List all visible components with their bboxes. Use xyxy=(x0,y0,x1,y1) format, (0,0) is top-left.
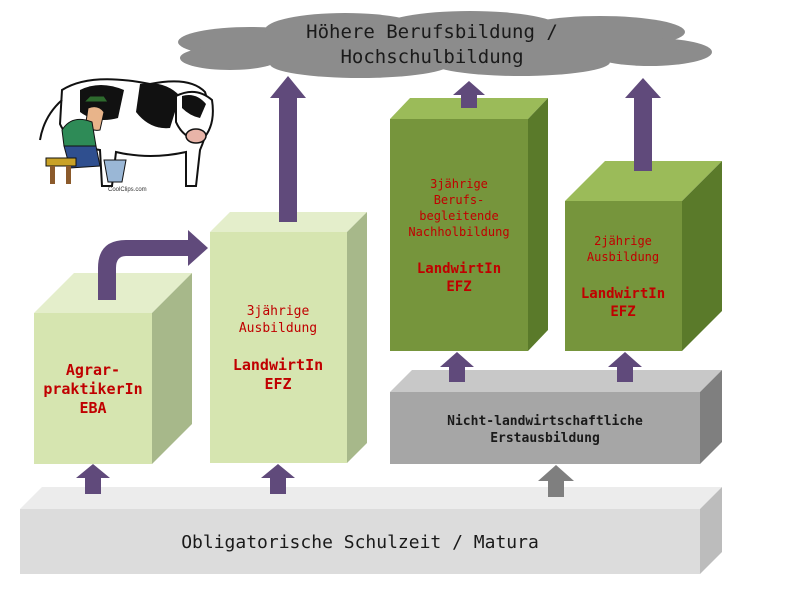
base-label: Obligatorische Schulzeit / Matura xyxy=(181,532,539,553)
clipart-caption: CoolClips.com xyxy=(108,187,147,193)
efz2-line3: LandwirtIn xyxy=(581,286,665,302)
arrow-eba-to-efz3 xyxy=(98,230,208,300)
efz2-block xyxy=(565,161,722,351)
eba-line1: Agrar- xyxy=(66,361,120,379)
eba-line2: praktikerIn xyxy=(43,380,142,398)
efz3-line2: Ausbildung xyxy=(239,321,317,336)
nonagri-line1: Nicht-landwirtschaftliche xyxy=(447,414,643,429)
cloud-title-line2: Hochschulbildung xyxy=(340,46,523,68)
arrow-base-to-eba xyxy=(76,464,110,494)
efz3-line4: EFZ xyxy=(264,375,291,393)
eba-line3: EBA xyxy=(79,399,106,417)
nachhol-line2: Berufs- xyxy=(434,193,485,207)
cloud-title-line1: Höhere Berufsbildung / xyxy=(306,21,558,43)
arrow-base-to-efz3 xyxy=(261,464,295,494)
nachhol-block xyxy=(390,98,548,351)
efz2-line2: Ausbildung xyxy=(587,250,659,264)
nachhol-line3: begleitende xyxy=(419,209,498,223)
efz3-line3: LandwirtIn xyxy=(233,356,323,374)
efz3-block xyxy=(210,212,367,463)
arrow-efz2-to-cloud xyxy=(625,78,661,171)
nachhol-line4: Nachholbildung xyxy=(408,225,509,239)
cow-milking-icon xyxy=(39,78,214,187)
efz3-line1: 3jährige xyxy=(247,304,310,319)
arrow-nonagri-to-efz2 xyxy=(608,352,642,382)
arrow-nachhol-to-cloud xyxy=(453,81,485,108)
cloud-shape xyxy=(178,11,712,78)
efz2-line1: 2jährige xyxy=(594,234,652,248)
nachhol-line5: LandwirtIn xyxy=(417,261,501,277)
efz2-line4: EFZ xyxy=(610,304,635,320)
arrow-efz3-to-cloud xyxy=(270,76,306,222)
nonagri-block xyxy=(390,370,722,464)
arrow-nonagri-to-nachhol xyxy=(440,352,474,382)
arrow-base-to-nonagri xyxy=(538,465,574,497)
nonagri-line2: Erstausbildung xyxy=(490,431,600,446)
nachhol-line6: EFZ xyxy=(446,279,471,295)
base-block xyxy=(20,487,722,574)
nachhol-line1: 3jährige xyxy=(430,177,488,191)
